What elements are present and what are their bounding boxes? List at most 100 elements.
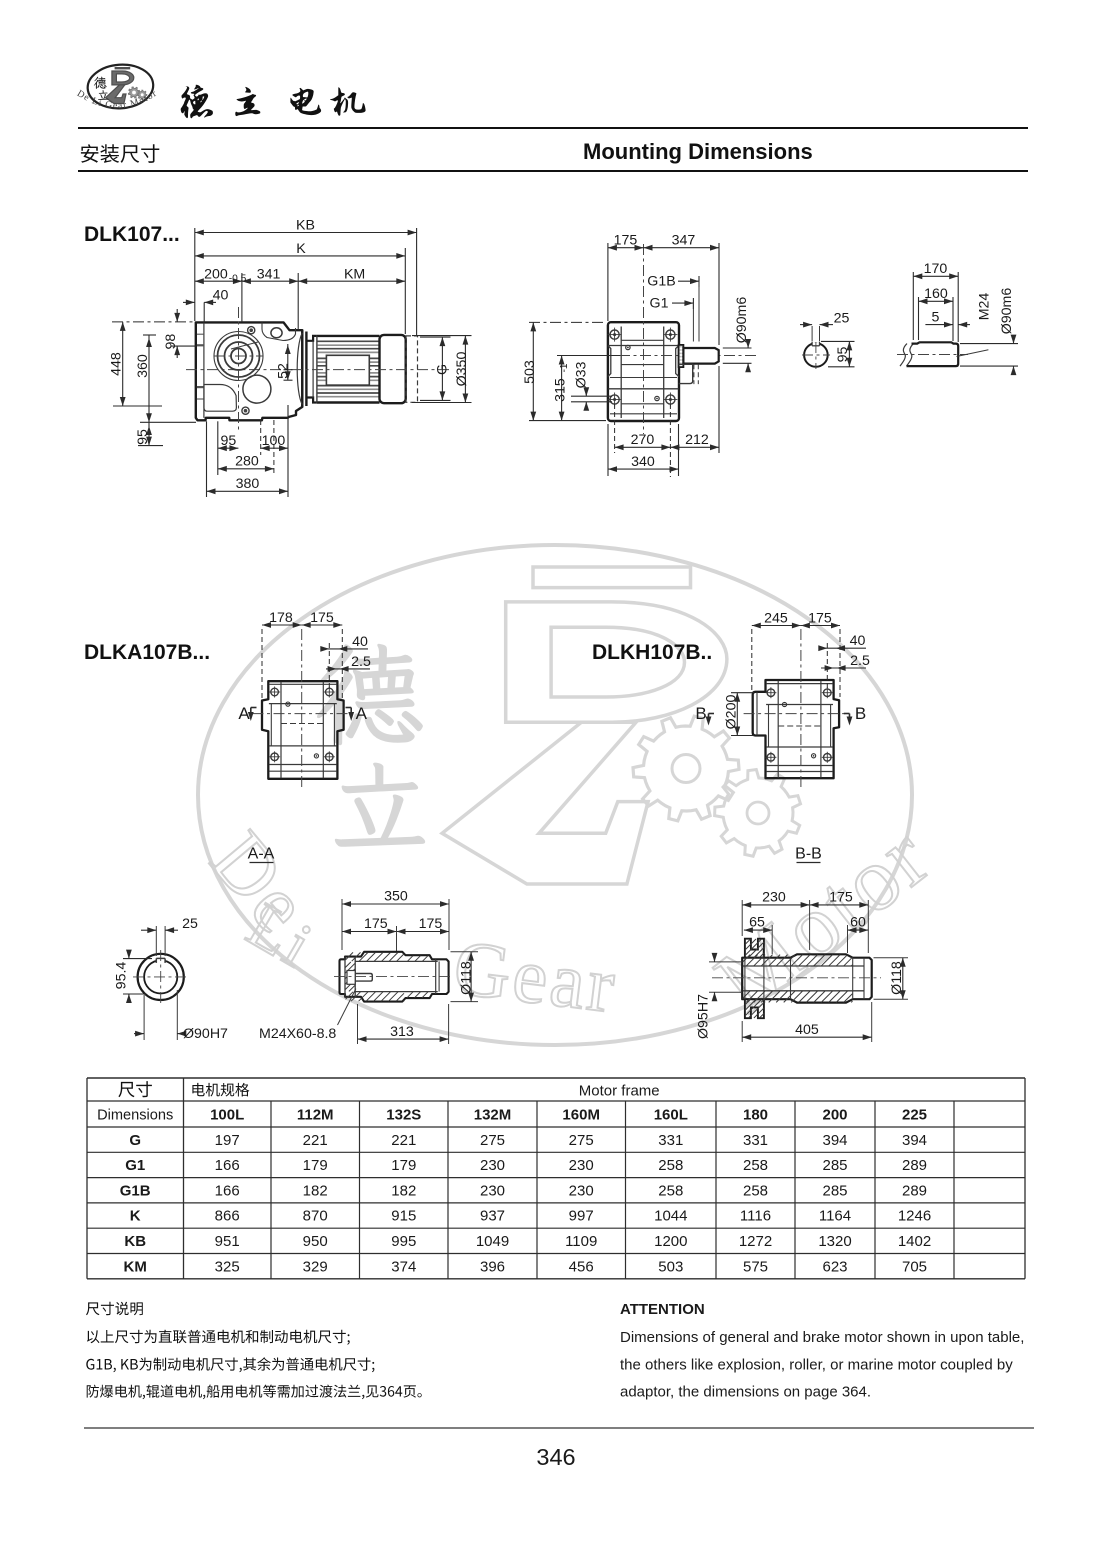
svg-text:951: 951 — [215, 1233, 240, 1250]
svg-text:1044: 1044 — [654, 1208, 687, 1225]
svg-text:Ø118: Ø118 — [459, 961, 475, 995]
svg-text:289: 289 — [902, 1157, 927, 1174]
svg-text:200: 200 — [204, 266, 228, 282]
svg-text:1164: 1164 — [819, 1208, 851, 1225]
svg-text:100: 100 — [262, 433, 286, 449]
svg-text:175: 175 — [364, 916, 388, 932]
svg-text:Ø90m6: Ø90m6 — [734, 297, 750, 344]
svg-text:100L: 100L — [210, 1106, 244, 1123]
svg-text:230: 230 — [480, 1157, 505, 1174]
svg-text:1049: 1049 — [476, 1233, 509, 1250]
svg-text:M24X60-8.8: M24X60-8.8 — [259, 1026, 336, 1042]
svg-text:A: A — [356, 704, 368, 723]
svg-text:160: 160 — [924, 286, 948, 302]
svg-text:B-B: B-B — [795, 846, 822, 863]
svg-text:95.4: 95.4 — [114, 962, 130, 990]
svg-text:258: 258 — [743, 1182, 768, 1199]
svg-text:2.5: 2.5 — [850, 653, 870, 669]
svg-text:258: 258 — [658, 1157, 683, 1174]
svg-text:275: 275 — [569, 1132, 594, 1149]
svg-text:KM: KM — [344, 266, 365, 282]
svg-text:Ø90H7: Ø90H7 — [183, 1026, 228, 1042]
svg-text:182: 182 — [303, 1182, 328, 1199]
svg-text:331: 331 — [743, 1132, 768, 1149]
svg-text:341: 341 — [257, 266, 281, 282]
svg-text:112M: 112M — [297, 1106, 334, 1123]
svg-text:132M: 132M — [474, 1106, 512, 1123]
svg-text:G1: G1 — [650, 295, 669, 311]
svg-text:200: 200 — [822, 1106, 847, 1123]
svg-text:221: 221 — [303, 1132, 328, 1149]
svg-text:575: 575 — [743, 1258, 768, 1275]
svg-text:325: 325 — [215, 1258, 240, 1275]
svg-text:175: 175 — [419, 916, 443, 932]
svg-text:175: 175 — [614, 233, 638, 249]
svg-text:95: 95 — [221, 433, 237, 449]
svg-text:394: 394 — [822, 1132, 847, 1149]
svg-text:KM: KM — [124, 1258, 147, 1275]
svg-text:G1B: G1B — [120, 1182, 151, 1199]
svg-text:995: 995 — [391, 1233, 416, 1250]
svg-text:166: 166 — [215, 1157, 240, 1174]
svg-text:212: 212 — [685, 432, 709, 448]
svg-text:230: 230 — [762, 890, 786, 906]
svg-text:Dimensions of general and brak: Dimensions of general and brake motor sh… — [620, 1329, 1024, 1346]
svg-text:1246: 1246 — [898, 1208, 931, 1225]
svg-text:B: B — [855, 704, 866, 723]
svg-text:350: 350 — [384, 889, 408, 905]
svg-text:175: 175 — [829, 890, 853, 906]
svg-text:197: 197 — [215, 1132, 240, 1149]
svg-text:313: 313 — [390, 1024, 414, 1040]
svg-text:40: 40 — [213, 287, 229, 303]
svg-text:Ø95H7: Ø95H7 — [696, 994, 712, 1039]
svg-text:Ø200: Ø200 — [724, 695, 740, 730]
svg-text:405: 405 — [795, 1022, 819, 1038]
svg-text:G: G — [129, 1132, 141, 1149]
svg-text:A-A: A-A — [248, 846, 275, 863]
svg-text:179: 179 — [391, 1157, 416, 1174]
svg-text:40: 40 — [352, 634, 368, 650]
svg-text:360: 360 — [135, 354, 151, 378]
svg-text:Ø90m6: Ø90m6 — [999, 288, 1015, 335]
svg-text:503: 503 — [658, 1258, 683, 1275]
svg-text:K: K — [296, 241, 306, 257]
svg-text:40: 40 — [850, 633, 866, 649]
svg-text:346: 346 — [536, 1444, 575, 1470]
svg-text:160L: 160L — [654, 1106, 688, 1123]
svg-text:Ø350: Ø350 — [454, 352, 470, 387]
svg-text:258: 258 — [658, 1182, 683, 1199]
svg-text:230: 230 — [569, 1157, 594, 1174]
svg-text:Ø33: Ø33 — [574, 361, 590, 388]
svg-text:M24: M24 — [976, 293, 992, 321]
svg-text:329: 329 — [303, 1258, 328, 1275]
svg-text:230: 230 — [480, 1182, 505, 1199]
svg-text:289: 289 — [902, 1182, 927, 1199]
svg-text:275: 275 — [480, 1132, 505, 1149]
svg-text:-1: -1 — [559, 363, 570, 372]
svg-text:132S: 132S — [386, 1106, 421, 1123]
svg-text:394: 394 — [902, 1132, 927, 1149]
svg-text:331: 331 — [658, 1132, 683, 1149]
svg-text:997: 997 — [569, 1208, 594, 1225]
svg-text:adaptor, the dimensions on pag: adaptor, the dimensions on page 364. — [620, 1384, 871, 1401]
svg-text:-0.5: -0.5 — [229, 273, 247, 284]
svg-text:G1B: G1B — [647, 273, 675, 289]
svg-text:1402: 1402 — [898, 1233, 931, 1250]
svg-text:245: 245 — [764, 610, 788, 626]
svg-text:230: 230 — [569, 1182, 594, 1199]
svg-text:175: 175 — [808, 610, 832, 626]
svg-text:374: 374 — [391, 1258, 416, 1275]
svg-text:340: 340 — [631, 454, 655, 470]
svg-text:175: 175 — [310, 610, 334, 626]
svg-text:25: 25 — [834, 310, 850, 326]
svg-text:Dimensions: Dimensions — [97, 1107, 173, 1123]
svg-text:448: 448 — [109, 352, 125, 376]
svg-text:G1: G1 — [125, 1157, 145, 1174]
svg-text:the others like explosion, rol: the others like explosion, roller, or ma… — [620, 1357, 1013, 1374]
svg-text:1200: 1200 — [654, 1233, 687, 1250]
svg-text:347: 347 — [672, 233, 696, 249]
svg-text:KB: KB — [124, 1233, 146, 1250]
svg-text:A: A — [238, 704, 250, 723]
svg-text:396: 396 — [480, 1258, 505, 1275]
svg-text:1116: 1116 — [740, 1208, 771, 1225]
